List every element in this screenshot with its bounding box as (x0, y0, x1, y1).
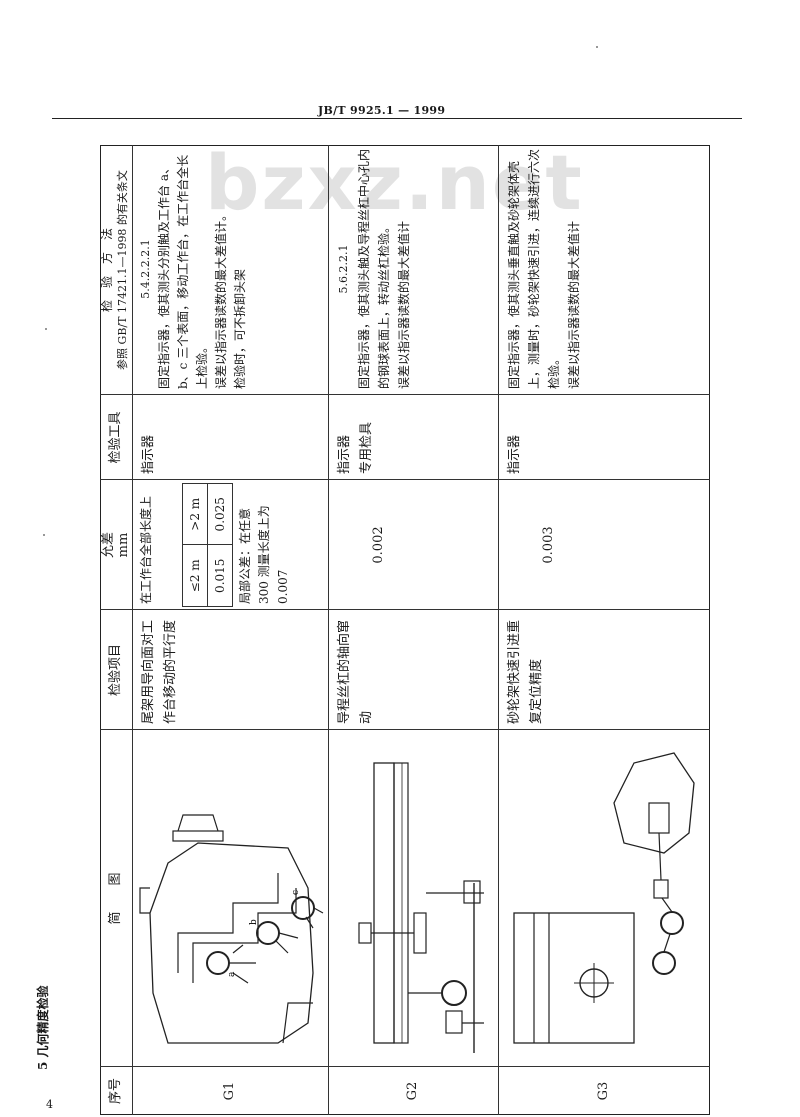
col-divider (100, 729, 710, 730)
col-divider (100, 394, 710, 395)
row-g3-tool: 指示器 (507, 434, 522, 474)
row-g3-no: G3 (596, 1081, 611, 1101)
row-g3-tolerance: 0.003 (541, 526, 556, 564)
watermark-text: bzxz.net (205, 138, 584, 227)
row-g2-no: G2 (405, 1081, 420, 1101)
row-g1-method: 5.4.2.2.2.1 固定指示器，使其测头分别触及工作台 a、b、c 三个表面… (136, 149, 250, 389)
row-g2-diagram (358, 762, 484, 1053)
row-g1-method-line: 固定指示器，使其测头分别触及工作台 a、b、c 三个表面，移动工作台，在工作台全… (157, 154, 209, 389)
diagram-label-b: b (249, 919, 259, 925)
diagram-label-c: c (291, 890, 301, 895)
header-rule (52, 118, 742, 119)
row-divider (498, 145, 499, 1115)
row-g1-tool: 指示器 (141, 434, 156, 474)
row-g3-method: 固定指示器，使其测头垂直触及砂轮架体壳上，测量时，砂轮架快速引进，连续进行六次检… (504, 149, 584, 389)
row-g2-method: 5.6.2.2.1 固定指示器，使其测头触及导程丝杠中心孔内的钢球表面上，转动丝… (334, 149, 414, 389)
row-g1-tolerance-local: 局部公差：在任意 300 测量长度上为 0.007 (238, 505, 290, 604)
header-tool: 检验工具 (108, 411, 123, 464)
tol-col-value: 0.015 (207, 545, 233, 607)
inspection-table: 序号 简 图 检验项目 允差 mm 检验工具 检 验 方 法 参照 GB/T 1… (100, 145, 710, 1115)
header-method-label: 检 验 方 法 (100, 228, 114, 313)
page-number: 4 (46, 1098, 53, 1111)
row-g1-diagram: a b c (139, 814, 324, 1044)
header-diagram: 简 图 (108, 872, 123, 925)
header-tolerance: 允差 mm (101, 532, 131, 559)
tol-col-header: ≤2 m (182, 545, 208, 607)
row-g1-method-line: 检验时，可不拆卸头架 (233, 268, 247, 389)
row-g1-tolerance-intro: 在工作台全部长度上 (139, 495, 153, 604)
row-g3-item: 砂轮架快速引进重复定位精度 (507, 619, 544, 724)
row-g2-tool: 指示器 专用检具 (337, 421, 374, 474)
row-g3-diagram (513, 752, 695, 1044)
document-code: JB/T 9925.1 — 1999 (318, 104, 446, 117)
row-g2-method-line: 固定指示器，使其测头触及导程丝杠中心孔内的钢球表面上，转动丝杠检验。 (357, 148, 391, 389)
row-g3-method-line: 固定指示器，使其测头垂直触及砂轮架体壳上，测量时，砂轮架快速引进，连续进行六次检… (507, 148, 561, 389)
scan-speck (43, 534, 45, 536)
diagram-label-a: a (227, 971, 237, 977)
scan-speck (45, 328, 47, 330)
row-g2-method-ref: 5.6.2.2.1 (337, 244, 350, 294)
row-g3-method-line: 误差以指示器读数的最大差值计 (567, 220, 581, 389)
row-g2-item: 导程丝杠的轴向窜动 (337, 619, 374, 724)
row-g2-tolerance: 0.002 (371, 526, 386, 564)
row-g1-method-ref: 5.4.2.2.2.1 (139, 239, 152, 299)
row-g2-method-line: 误差以指示器读数的最大差值计 (397, 220, 411, 389)
row-divider (132, 145, 133, 1115)
header-item: 检验项目 (108, 644, 123, 697)
tol-col-header: >2 m (182, 483, 208, 545)
row-g1-method-line: 误差以指示器读数的最大差值计。 (214, 208, 228, 389)
section-title: 5 几何精度检验 (36, 985, 50, 1070)
row-g1-tolerance-table: ≤2 m >2 m 0.015 0.025 (182, 483, 233, 607)
header-method-ref: 参照 GB/T 17421.1—1998 的有关条文 (116, 170, 129, 370)
row-g1-no: G1 (222, 1081, 237, 1101)
tol-col-value: 0.025 (207, 483, 233, 545)
row-divider (328, 145, 329, 1115)
row-g1-item: 尾架用导向面对工作台移动的平行度 (141, 619, 178, 724)
header-no: 序号 (108, 1078, 123, 1105)
header-method: 检 验 方 法 参照 GB/T 17421.1—1998 的有关条文 (100, 145, 132, 395)
scan-speck (596, 46, 598, 48)
